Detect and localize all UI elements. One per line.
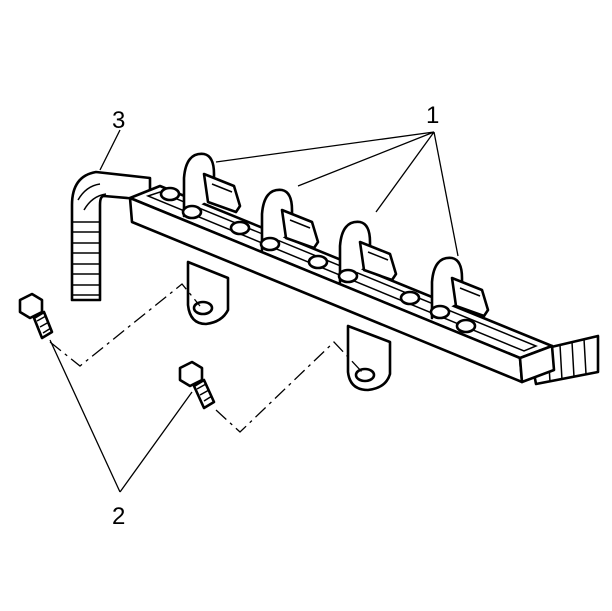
bolt-right — [178, 360, 216, 410]
leader-lines-1 — [215, 131, 459, 257]
connector-1 — [159, 152, 242, 220]
callout-1-label: 1 — [426, 102, 440, 129]
install-path-right-bolt — [215, 341, 363, 433]
install-path-left-bolt — [49, 283, 201, 367]
connector-3 — [307, 220, 398, 284]
leader-lines-2 — [49, 339, 193, 493]
mounting-tab-right — [346, 324, 392, 392]
callout-3-label: 3 — [112, 107, 126, 134]
bolt-left — [18, 292, 54, 340]
left-harness-conduit — [70, 170, 152, 302]
connector-2 — [229, 188, 320, 252]
callout-2-label: 2 — [112, 503, 126, 530]
connector-4 — [399, 256, 490, 334]
leader-line-3 — [99, 129, 121, 171]
mounting-tab-left — [186, 260, 230, 326]
